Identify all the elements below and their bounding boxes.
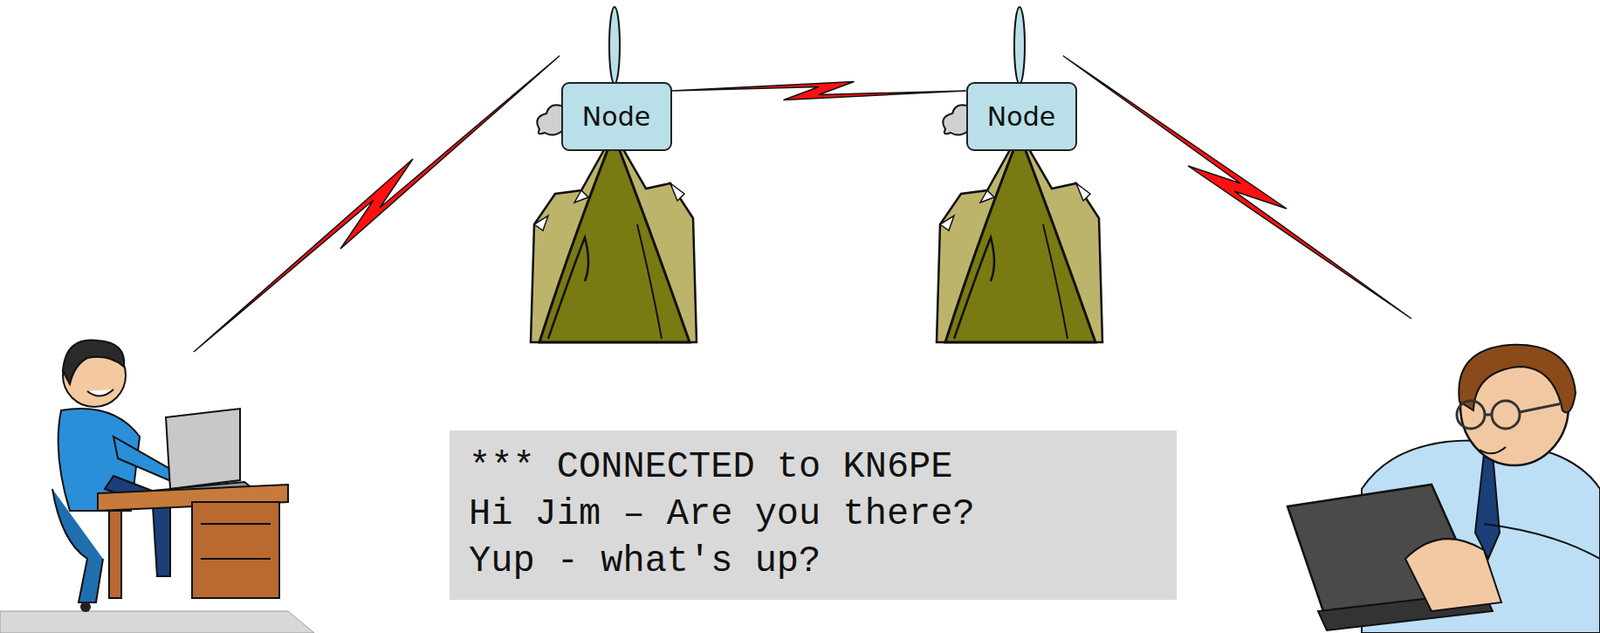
antenna [609,6,620,84]
left-operator [0,339,315,633]
node-label: Node [987,101,1056,132]
radio-link [193,55,560,352]
antenna [1014,6,1025,84]
terminal-panel: *** CONNECTED to KN6PEHi Jim – Are you t… [449,430,1177,600]
radio-link [1063,55,1412,319]
node-label: Node [582,101,651,132]
relay-node: Node [561,82,673,152]
chat-line: Hi Jim – Are you there? [468,490,1160,538]
chat-line: *** CONNECTED to KN6PE [468,443,1160,491]
right-operator [1287,344,1600,633]
chat-line: Yup - what's up? [468,537,1160,585]
relay-node: Node [966,82,1078,152]
radio-link [672,82,967,101]
